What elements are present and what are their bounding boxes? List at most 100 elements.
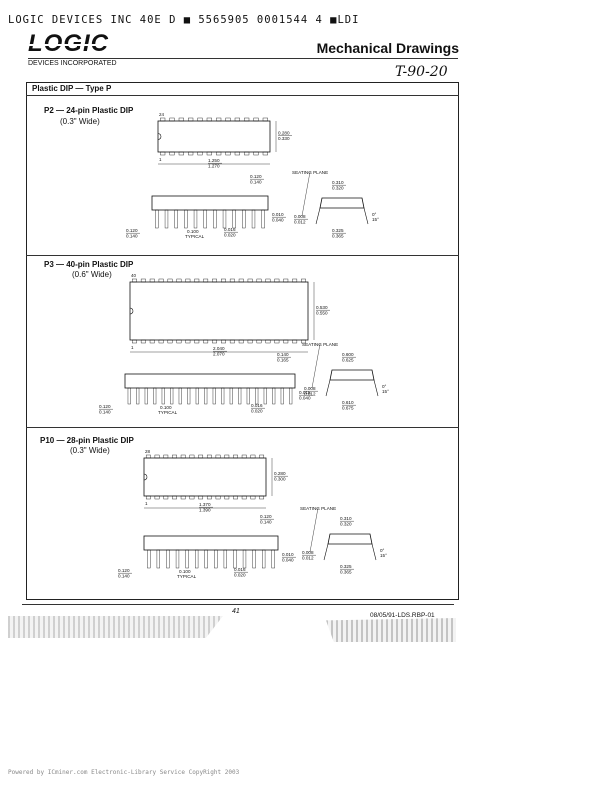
lead-dim-max: 0.020 [234, 573, 246, 578]
top-pin [206, 454, 212, 459]
top-pin [241, 454, 247, 459]
bottom-pin [262, 151, 268, 156]
package-width-note: (0.6" Wide) [72, 270, 112, 279]
package-side-body [124, 373, 296, 389]
row-dim-max: 0.320 [332, 186, 344, 191]
top-pin [238, 278, 244, 283]
bottom-pin [256, 339, 262, 344]
seating-plane-leader [301, 171, 311, 217]
angle-min: 0° [372, 212, 377, 217]
pin-bottom-number: 1 [131, 345, 134, 350]
pin-length-dim-max: 0.140 [118, 574, 130, 579]
bottom-pin [292, 339, 298, 344]
bottom-pin [221, 339, 226, 344]
height-dim-max: 0.140 [260, 520, 272, 525]
package-label: P2 — 24-pin Plastic DIP [44, 106, 134, 115]
seating-plane-leader [311, 343, 321, 389]
side-pin [242, 209, 246, 229]
bottom-pin [244, 151, 250, 156]
box-title: Plastic DIP — Type P [32, 84, 112, 93]
top-pin [224, 454, 230, 459]
package-end-body [319, 197, 365, 209]
bottom-pin [163, 495, 169, 500]
end-lead-right [373, 379, 379, 397]
pitch-dim: 0.100 [187, 229, 199, 234]
package-end-body [327, 533, 373, 545]
top-pin [301, 278, 306, 283]
pin-bottom-number: 1 [145, 501, 148, 506]
pin-top-number: 28 [145, 449, 151, 454]
seating-plane-leader [309, 507, 319, 553]
bottom-pin [212, 339, 217, 344]
side-pin [184, 209, 188, 229]
width-dim-min: 0.280 [274, 471, 286, 476]
top-pin [180, 454, 186, 459]
top-pin [233, 454, 238, 459]
side-pin [238, 387, 242, 405]
bottom-pin [238, 339, 244, 344]
pin-top-number: 40 [131, 273, 137, 278]
section-heading: Mechanical Drawings [316, 40, 459, 56]
width-dim-min: 0.530 [316, 305, 328, 310]
top-pin [198, 454, 204, 459]
package-side-body [151, 195, 269, 211]
standoff-dim-max: 0.040 [282, 558, 294, 563]
width-dim-max: 0.330 [278, 136, 290, 141]
bottom-pin [233, 495, 238, 500]
angle-max: 15° [380, 553, 387, 558]
side-pin [164, 209, 169, 229]
angle-max: 15° [382, 389, 389, 394]
top-pin [178, 117, 184, 122]
bottom-pin [247, 339, 253, 344]
side-pin [232, 209, 236, 229]
pitch-note: TYPICAL [177, 574, 197, 579]
top-pin [265, 278, 271, 283]
top-pin [132, 278, 137, 283]
bottom-pin [203, 339, 209, 344]
thickness-dim-min: 0.008 [304, 386, 316, 391]
side-pin [222, 209, 227, 229]
bottom-pin [253, 151, 259, 156]
bottom-pin [274, 339, 280, 344]
top-pin [250, 454, 256, 459]
span-dim-min: 0.325 [332, 228, 344, 233]
side-pin [147, 549, 151, 569]
top-pin [212, 278, 217, 283]
side-pin [187, 387, 191, 405]
pin1-notch [129, 307, 134, 315]
side-pin [262, 549, 266, 569]
top-pin [176, 278, 182, 283]
side-pin [175, 549, 180, 569]
top-pin [229, 278, 235, 283]
side-pin [204, 549, 208, 569]
package-width-note: (0.3" Wide) [70, 446, 110, 455]
bottom-pin [172, 495, 177, 500]
bottom-pin [178, 151, 184, 156]
lead-dim-min: 0.016 [234, 567, 246, 572]
bottom-pin [265, 339, 271, 344]
length-dim-min: 1.250 [208, 158, 220, 163]
company-name: DEVICES INCORPORATED [28, 60, 117, 67]
pitch-note: TYPICAL [185, 234, 205, 239]
bottom-pin [229, 339, 235, 344]
side-pin [195, 549, 199, 569]
top-pin [163, 454, 169, 459]
side-pin [280, 387, 284, 405]
pin-length-dim-min: 0.120 [118, 568, 130, 573]
bottom-pin [188, 151, 194, 156]
side-pin [251, 209, 256, 229]
top-pin [145, 454, 151, 459]
side-pin [272, 387, 276, 405]
top-pin [185, 278, 191, 283]
package-top-body [129, 281, 309, 341]
top-pin [234, 117, 240, 122]
top-pin [140, 278, 146, 283]
bottom-pin [132, 339, 137, 344]
package-top-body [143, 457, 267, 497]
bottom-pin [206, 151, 212, 156]
section-divider-1 [26, 255, 459, 256]
lead-dim-max: 0.020 [224, 233, 236, 238]
